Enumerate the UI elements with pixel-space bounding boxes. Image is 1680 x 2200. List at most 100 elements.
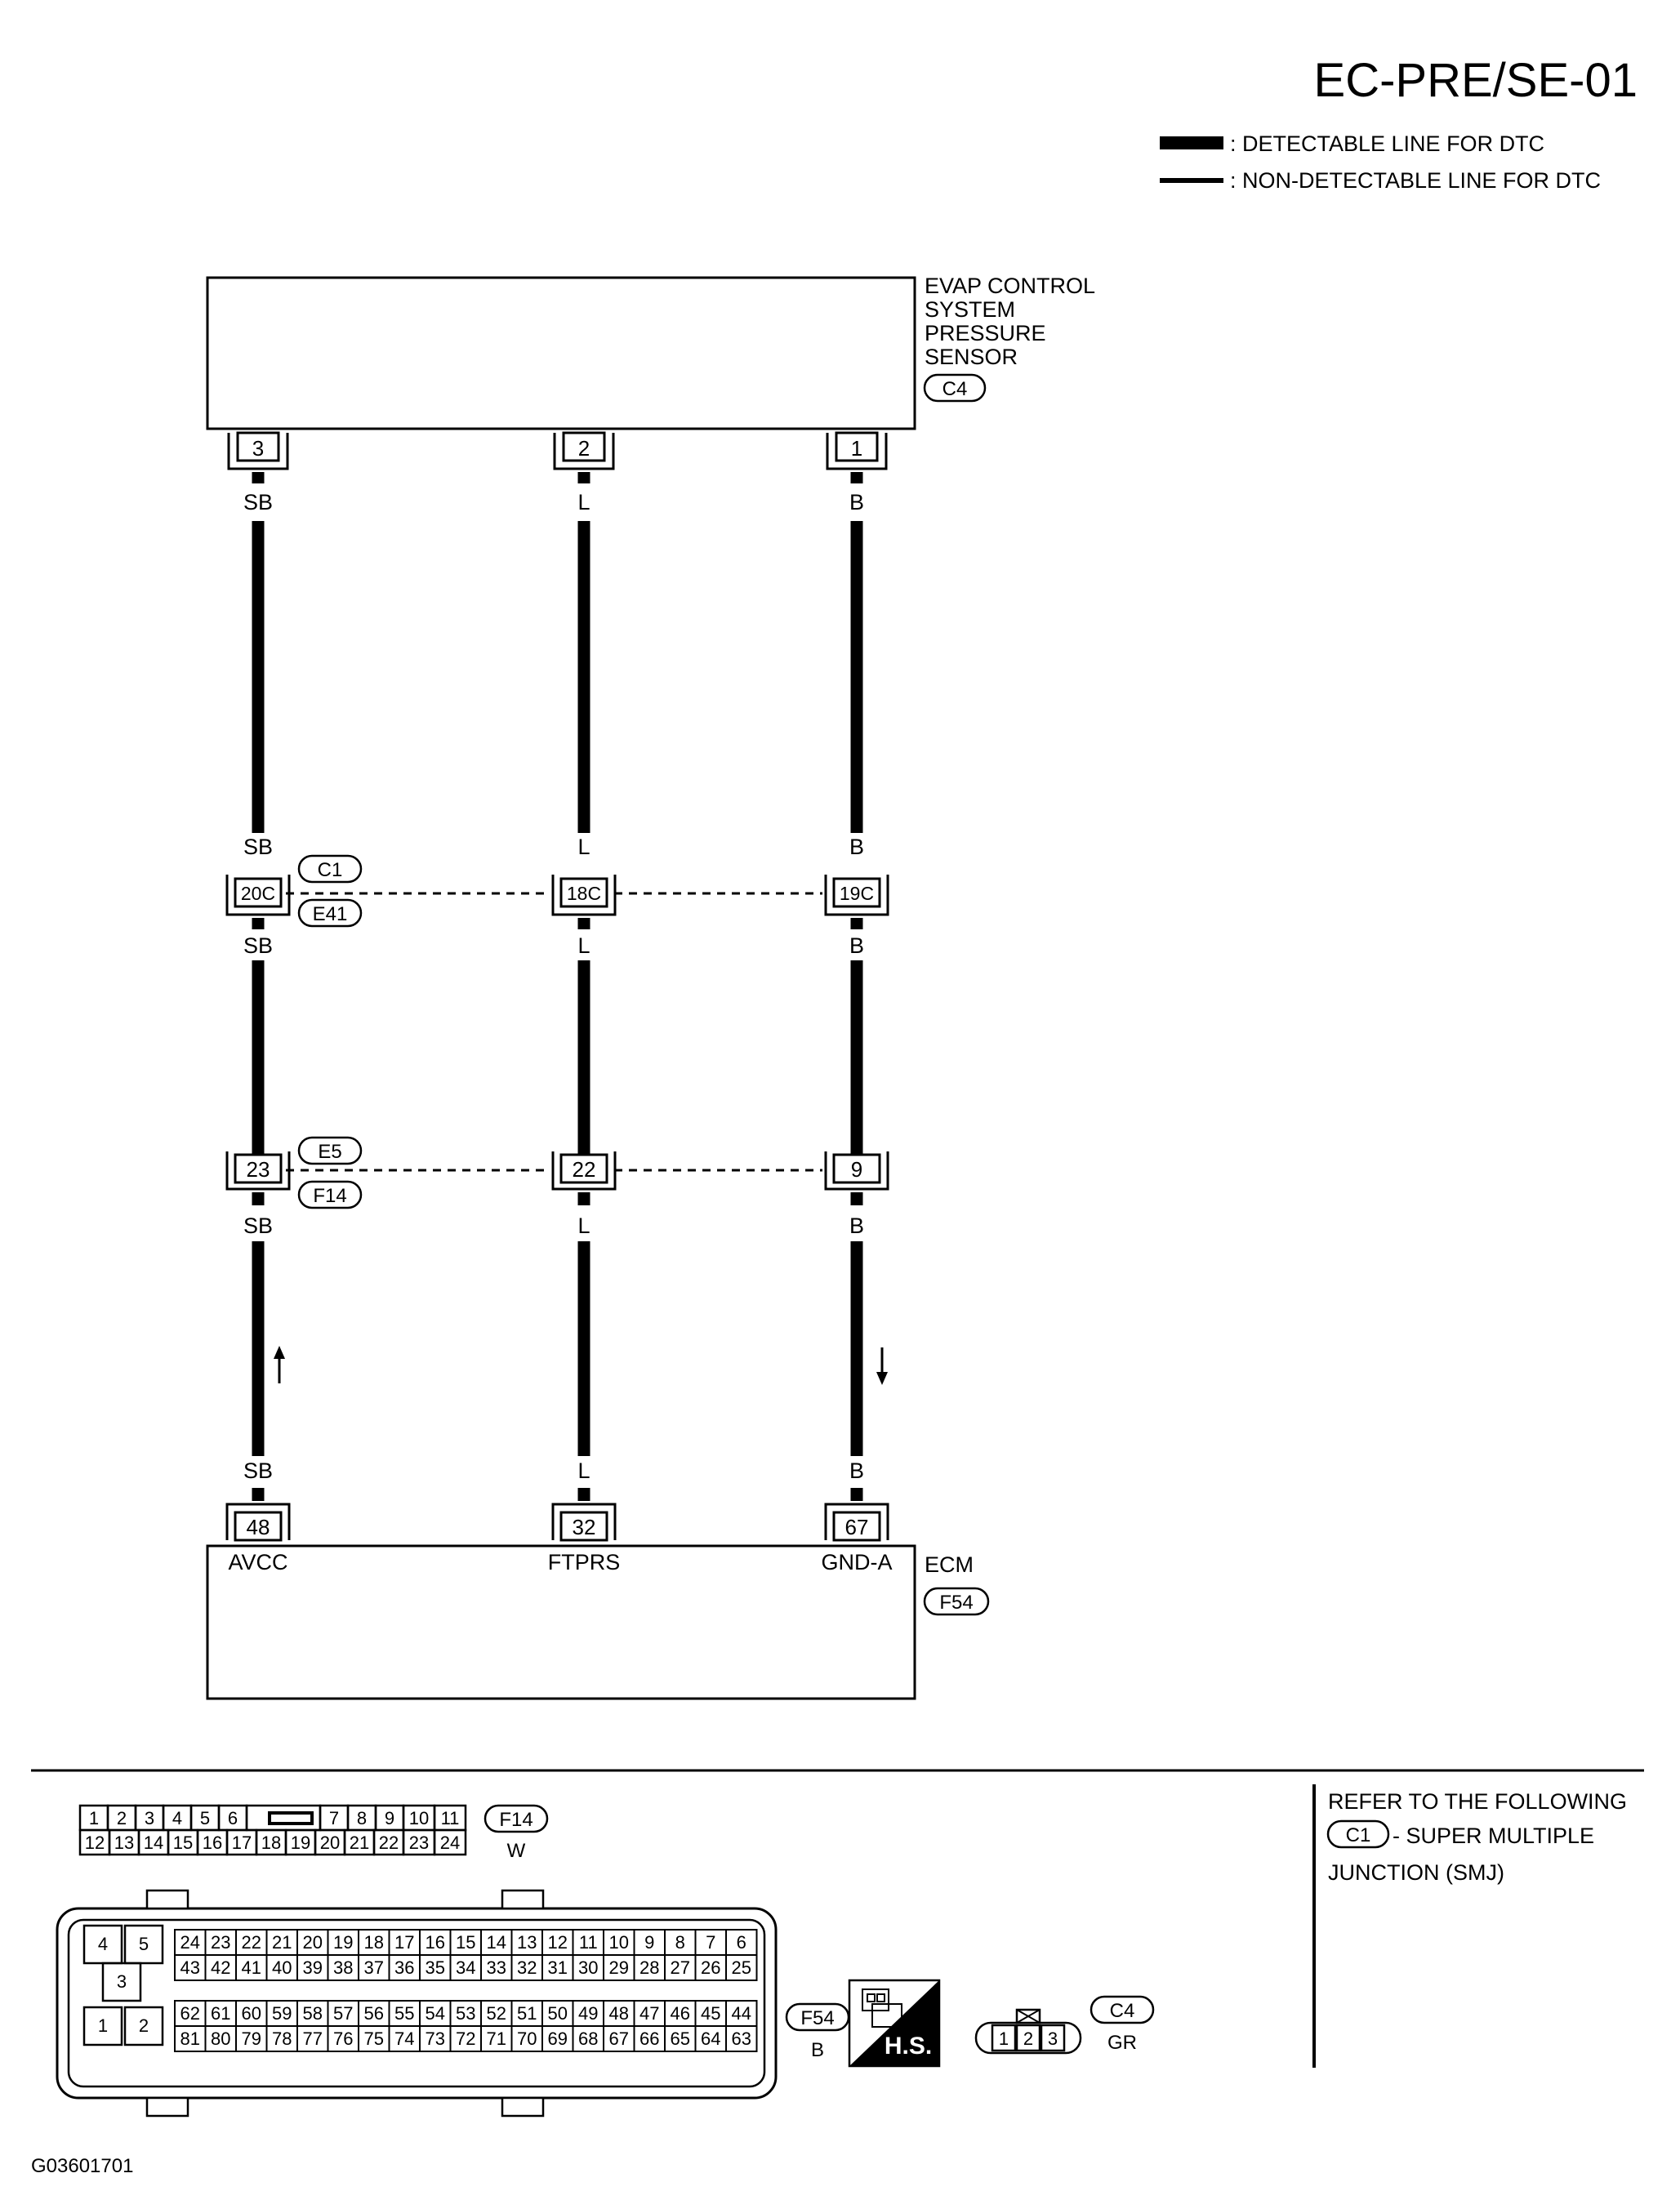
f54-pin-label: 37	[364, 1957, 384, 1978]
connector-icon	[862, 1988, 902, 2028]
hs-label: H.S.	[885, 2033, 932, 2060]
f54-pin-label: 62	[180, 2003, 200, 2024]
joint2-upper-id: E5	[318, 1141, 341, 1163]
f14-pin-label: 14	[144, 1833, 163, 1853]
f54-pin-label: 21	[272, 1932, 292, 1953]
legend-non-detectable-swatch	[1160, 178, 1223, 183]
f54-top-tab-left	[145, 1889, 189, 1910]
f54-pin-label: 22	[242, 1932, 261, 1953]
f54-pin-label: 65	[671, 2029, 690, 2049]
joint1-upper-id: C1	[318, 859, 343, 881]
refer-line-3: JUNCTION (SMJ)	[1328, 1860, 1504, 1885]
f54-power-pin-label: 2	[139, 2015, 149, 2036]
ecm: ECM F54	[206, 1544, 990, 1700]
f54-pin-label: 80	[211, 2029, 230, 2049]
ecm-pin-box	[234, 1511, 283, 1542]
f54-pin-label: 75	[364, 2029, 384, 2049]
f54-pin-label: 59	[272, 2003, 292, 2024]
f54-power-pin-label: 3	[117, 1971, 127, 1992]
sensor-pin-connector	[826, 433, 888, 470]
joint2-pin-box	[832, 1153, 881, 1184]
joint1-pin-label: 18C	[567, 883, 601, 904]
wire-color-label: L	[577, 1214, 590, 1238]
ecm-name: ECM	[925, 1552, 974, 1577]
f54-pin-label: 18	[364, 1932, 384, 1953]
joint1-pin-connector	[551, 875, 617, 916]
f54-id: F54	[800, 2007, 834, 2029]
f54-outer-shell	[56, 1907, 778, 2100]
f54-pin-label: 39	[303, 1957, 323, 1978]
refer-note: REFER TO THE FOLLOWING C1 - SUPER MULTIP…	[1326, 1789, 1627, 1885]
f54-pin-label: 8	[675, 1932, 685, 1953]
f54-pin-label: 64	[701, 2029, 720, 2049]
f54-power-pin-label: 4	[98, 1934, 108, 1954]
legend-detectable-swatch	[1160, 136, 1223, 149]
ecm-pin-box	[559, 1511, 608, 1542]
joint2-lower-badge	[297, 1180, 363, 1209]
wire-color-label: B	[849, 490, 864, 514]
joint1-pin-label: 19C	[840, 883, 874, 904]
f54-pin-label: 20	[303, 1932, 323, 1953]
f54-pin-label: 54	[426, 2003, 445, 2024]
f54-pin-label: 32	[517, 1957, 537, 1978]
f54-pin-label: 78	[272, 2029, 292, 2049]
refer-line-2: - SUPER MULTIPLE	[1393, 1824, 1594, 1848]
f54-pin-label: 70	[517, 2029, 537, 2049]
wire-color-label: SB	[243, 1459, 273, 1483]
f54-pin-label: 69	[548, 2029, 568, 2049]
sensor-name-line-2: SYSTEM	[925, 297, 1015, 322]
c4-lock-cross	[1016, 2009, 1041, 2024]
f54-pin-label: 56	[364, 2003, 384, 2024]
f54-pin-label: 76	[333, 2029, 353, 2049]
f14-pin-label: 12	[85, 1833, 105, 1853]
f54-pin-label: 46	[671, 2003, 690, 2024]
joint2-pin-box	[234, 1153, 283, 1184]
wire-color-label: SB	[243, 490, 273, 514]
f54-pin-label: 43	[180, 1957, 200, 1978]
f54-pin-label: 58	[303, 2003, 323, 2024]
f14-pin-label: 19	[291, 1833, 310, 1853]
c4-id: C4	[1110, 2000, 1135, 2022]
f54-pin-label: 13	[517, 1932, 537, 1953]
ecm-signal-label: AVCC	[228, 1550, 287, 1574]
joint1-lower-badge	[297, 898, 363, 928]
ecm-pin-label: 67	[845, 1515, 869, 1539]
f54-pin-label: 81	[180, 2029, 200, 2049]
ecm-signal-label: FTPRS	[548, 1550, 621, 1574]
joint-dashed-lines	[286, 892, 822, 1172]
joint1-pin-label: 20C	[241, 883, 275, 904]
f54-pin-label: 17	[394, 1932, 414, 1953]
joint1-upper-badge	[297, 854, 363, 884]
sensor-name-line-3: PRESSURE	[925, 321, 1046, 345]
f54-pin-label: 38	[333, 1957, 353, 1978]
c4-pin-label: 2	[1023, 2029, 1033, 2049]
f54-pin-label: 57	[333, 2003, 353, 2024]
sensor-name-line-4: SENSOR	[925, 345, 1018, 369]
sensor-pin-label: 1	[851, 436, 862, 461]
joint2-pin-label: 22	[573, 1157, 596, 1182]
wire-color-label: SB	[243, 835, 273, 859]
wire-color-label: L	[577, 490, 590, 514]
f14-pin-label: 22	[379, 1833, 399, 1853]
joint2-pin-connector	[225, 1151, 291, 1191]
joint1-pin-box	[832, 877, 881, 908]
joint2-pin-label: 9	[851, 1157, 862, 1182]
wire-sb: 3 SB SB 20C SB 23 SB SB 48 AVCC	[225, 431, 291, 1574]
wire-color-label: L	[577, 835, 590, 859]
f14-pin-label: 21	[350, 1833, 369, 1853]
f14-pin-label: 16	[203, 1833, 222, 1853]
joint1-lower-id: E41	[313, 903, 348, 925]
joint2-pin-label: 23	[247, 1157, 270, 1182]
f14-pin-label: 18	[261, 1833, 281, 1853]
ecm-pin-connector	[824, 1503, 889, 1540]
f14-id: F14	[499, 1809, 533, 1831]
f54-pin-label: 61	[211, 2003, 230, 2024]
f54-pin-label: 51	[517, 2003, 537, 2024]
f14-pin-label: 5	[200, 1808, 210, 1828]
joint1-badges: C1 E41	[297, 854, 363, 928]
f14-pin-label: 11	[441, 1808, 460, 1828]
joint1-pin-connector	[225, 875, 291, 916]
refer-code-badge	[1326, 1819, 1390, 1849]
f54-pin-label: 16	[426, 1932, 445, 1953]
